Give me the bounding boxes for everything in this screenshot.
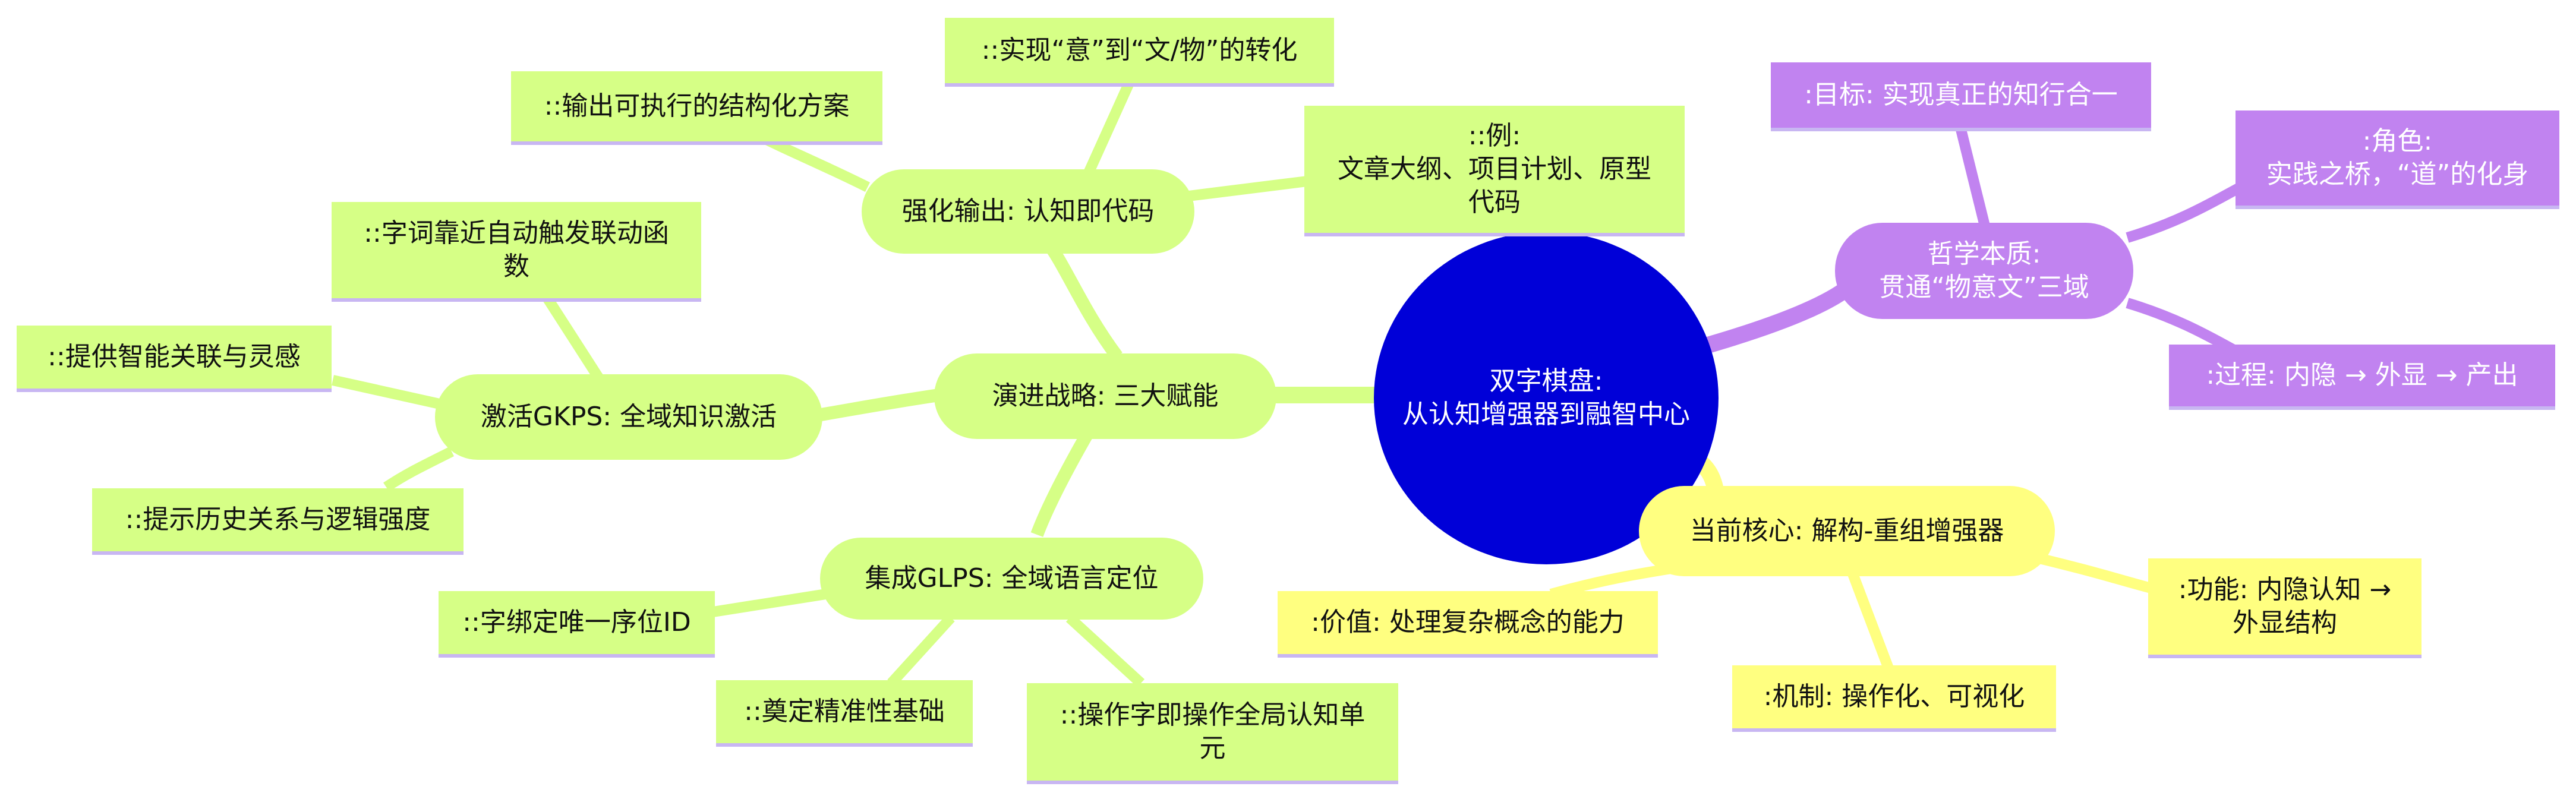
- output-transform-text: ::实现“意”到“文/物”的转化: [981, 35, 1298, 65]
- edge-gkps-assoc: [332, 375, 441, 409]
- output-example-node[interactable]: ::例: 文章大纲、项目计划、原型 代码: [1304, 106, 1685, 236]
- edge-glps-id: [712, 589, 827, 617]
- function-node[interactable]: :功能: 内隐认知 → 外显结构: [2148, 558, 2421, 658]
- gkps-history-text: ::提示历史关系与逻辑强度: [125, 504, 431, 535]
- philosophy-branch-node[interactable]: 哲学本质: 贯通“物意文”三域: [1835, 223, 2133, 319]
- core-branch-text: 当前核心: 解构-重组增强器: [1689, 516, 2004, 546]
- output-example-line-2: 文章大纲、项目计划、原型: [1338, 154, 1651, 184]
- edge-strategy-output: [1041, 236, 1123, 361]
- function-line-2: 外显结构: [2233, 608, 2337, 638]
- strategy-branch-text: 演进战略: 三大赋能: [992, 381, 1219, 411]
- edge-gkps-history: [383, 446, 455, 492]
- edge-root-philosophy: [1697, 279, 1857, 356]
- root-title-line-1: 双字棋盘:: [1489, 366, 1603, 396]
- gkps-trigger-node[interactable]: ::字词靠近自动触发联动函 数: [332, 202, 701, 302]
- philosophy-branch-line-2: 贯通“物意文”三域: [1879, 272, 2089, 302]
- gkps-branch-node[interactable]: 激活GKPS: 全域知识激活: [435, 374, 822, 460]
- mechanism-node[interactable]: :机制: 操作化、可视化: [1732, 665, 2056, 732]
- gkps-assoc-node[interactable]: ::提供智能关联与灵感: [17, 326, 332, 392]
- edge-philosophy-goal: [1956, 128, 1993, 239]
- edge-strategy-glps: [1030, 430, 1093, 537]
- process-text: :过程: 内隐 → 外显 → 产出: [2206, 360, 2518, 390]
- role-line-2: 实践之桥，“道”的化身: [2266, 159, 2529, 190]
- edge-glps-operate: [1065, 614, 1145, 687]
- glps-precision-node[interactable]: ::奠定精准性基础: [716, 680, 973, 747]
- function-line-1: :功能: 内隐认知 →: [2178, 574, 2392, 605]
- output-transform-node[interactable]: ::实现“意”到“文/物”的转化: [945, 18, 1334, 87]
- output-branch-text: 强化输出: 认知即代码: [901, 196, 1155, 226]
- mechanism-text: :机制: 操作化、可视化: [1763, 681, 2025, 712]
- value-node[interactable]: :价值: 处理复杂概念的能力: [1278, 591, 1658, 658]
- value-text: :价值: 处理复杂概念的能力: [1311, 607, 1625, 637]
- output-plan-text: ::输出可执行的结构化方案: [544, 91, 850, 121]
- gkps-trigger-line-1: ::字词靠近自动触发联动函: [364, 218, 669, 248]
- root-title-line-2: 从认知增强器到融智中心: [1402, 399, 1690, 429]
- edge-gkps-trigger: [542, 294, 605, 383]
- goal-node[interactable]: :目标: 实现真正的知行合一: [1771, 62, 2151, 131]
- glps-branch-text: 集成GLPS: 全域语言定位: [865, 563, 1159, 593]
- philosophy-branch-line-1: 哲学本质:: [1927, 239, 2041, 269]
- role-node[interactable]: :角色: 实践之桥，“道”的化身: [2236, 110, 2559, 209]
- gkps-history-node[interactable]: ::提示历史关系与逻辑强度: [92, 488, 464, 555]
- glps-operate-node[interactable]: ::操作字即操作全局认知单 元: [1027, 683, 1398, 784]
- process-node[interactable]: :过程: 内隐 → 外显 → 产出: [2169, 345, 2555, 410]
- strategy-branch-node[interactable]: 演进战略: 三大赋能: [934, 353, 1276, 439]
- edge-strategy-gkps: [813, 389, 940, 422]
- goal-text: :目标: 实现真正的知行合一: [1804, 80, 2118, 110]
- edge-core-mechanism: [1843, 559, 1895, 674]
- output-example-line-3: 代码: [1468, 187, 1521, 217]
- edge-output-plan: [764, 134, 871, 192]
- edge-output-example: [1187, 176, 1309, 201]
- edge-philosophy-role: [2126, 179, 2249, 243]
- edge-glps-precision: [887, 614, 955, 687]
- output-example-line-1: ::例:: [1468, 121, 1521, 151]
- edge-output-transform: [1082, 81, 1134, 178]
- glps-operate-line-2: 元: [1199, 733, 1226, 763]
- glps-operate-line-1: ::操作字即操作全局认知单: [1060, 700, 1366, 730]
- gkps-branch-text: 激活GKPS: 全域知识激活: [480, 402, 777, 432]
- output-plan-node[interactable]: ::输出可执行的结构化方案: [511, 71, 882, 145]
- output-branch-node[interactable]: 强化输出: 认知即代码: [862, 169, 1194, 254]
- glps-id-node[interactable]: ::字绑定唯一序位ID: [439, 591, 715, 658]
- role-line-1: :角色:: [2362, 126, 2433, 156]
- gkps-assoc-text: ::提供智能关联与灵感: [48, 342, 301, 372]
- glps-precision-text: ::奠定精准性基础: [744, 696, 945, 727]
- glps-id-text: ::字绑定唯一序位ID: [462, 607, 691, 637]
- core-branch-node[interactable]: 当前核心: 解构-重组增强器: [1639, 486, 2055, 576]
- glps-branch-node[interactable]: 集成GLPS: 全域语言定位: [820, 538, 1203, 620]
- gkps-trigger-line-2: 数: [503, 251, 529, 282]
